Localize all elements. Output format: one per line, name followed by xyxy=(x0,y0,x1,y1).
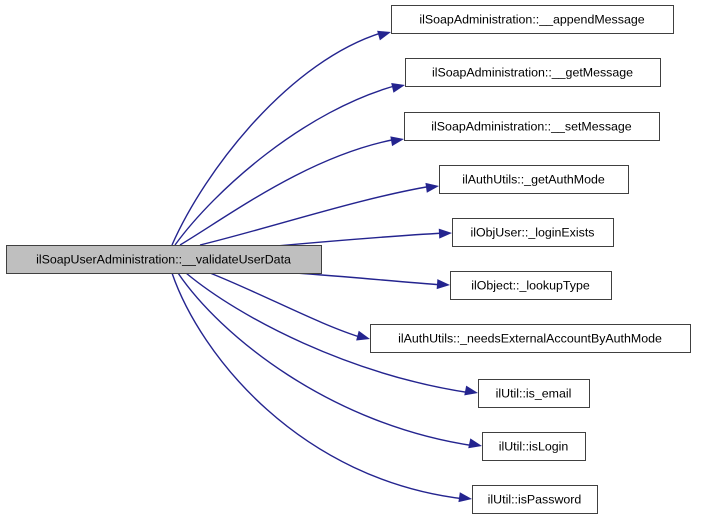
call-edge-arrowhead xyxy=(464,385,478,396)
call-edge-arrowhead xyxy=(356,330,370,341)
nodes-layer: ilSoapUserAdministration::__validateUser… xyxy=(6,5,691,514)
callee-node-box xyxy=(404,112,660,141)
graph-node-4[interactable]: ilObjUser::_loginExists xyxy=(452,218,614,247)
call-edge-arrowhead xyxy=(377,30,391,41)
graph-node-1[interactable]: ilSoapAdministration::__getMessage xyxy=(405,58,661,87)
callee-node-box xyxy=(450,271,612,300)
callee-node-label: ilSoapAdministration::__setMessage xyxy=(431,119,632,133)
callee-node-label: ilUtil::isLogin xyxy=(499,439,569,453)
callee-node-box xyxy=(478,379,590,408)
callee-node-box xyxy=(391,5,674,34)
graph-node-0[interactable]: ilSoapAdministration::__appendMessage xyxy=(391,5,674,34)
callee-node-box xyxy=(482,432,586,461)
callee-node-label: ilAuthUtils::_getAuthMode xyxy=(462,172,605,186)
callee-node-box xyxy=(452,218,614,247)
call-edge xyxy=(264,232,446,248)
callee-node-box xyxy=(370,324,691,353)
callee-node-label: ilSoapAdministration::__getMessage xyxy=(432,65,633,79)
call-edge xyxy=(209,272,364,339)
callee-node-box xyxy=(472,485,598,514)
call-edge-arrowhead xyxy=(391,83,405,93)
graph-node-2[interactable]: ilSoapAdministration::__setMessage xyxy=(404,112,660,141)
graph-node-7[interactable]: ilUtil::is_email xyxy=(478,379,590,408)
callee-node-label: ilObject::_lookupType xyxy=(471,278,590,292)
call-edge-arrowhead xyxy=(425,182,439,193)
call-edge xyxy=(199,185,433,246)
graph-node-root[interactable]: ilSoapUserAdministration::__validateUser… xyxy=(6,245,322,274)
call-edge-arrowhead xyxy=(438,228,452,239)
callee-node-label: ilUtil::isPassword xyxy=(488,492,582,506)
callee-node-label: ilAuthUtils::_needsExternalAccountByAuth… xyxy=(398,331,662,345)
call-edge xyxy=(177,272,476,447)
graph-node-8[interactable]: ilUtil::isLogin xyxy=(482,432,586,461)
callee-node-box xyxy=(405,58,661,87)
call-edge xyxy=(171,272,466,500)
callee-node-label: ilSoapAdministration::__appendMessage xyxy=(419,12,644,26)
call-edge xyxy=(179,138,398,246)
call-edge-arrowhead xyxy=(390,136,404,147)
graph-node-9[interactable]: ilUtil::isPassword xyxy=(472,485,598,514)
graph-node-6[interactable]: ilAuthUtils::_needsExternalAccountByAuth… xyxy=(370,324,691,353)
call-edge-arrowhead xyxy=(436,279,450,290)
graph-node-5[interactable]: ilObject::_lookupType xyxy=(450,271,612,300)
root-node-box xyxy=(6,245,322,274)
graph-node-3[interactable]: ilAuthUtils::_getAuthMode xyxy=(439,165,629,194)
call-edge xyxy=(174,84,399,246)
root-node-label: ilSoapUserAdministration::__validateUser… xyxy=(36,252,291,266)
callee-node-label: ilUtil::is_email xyxy=(496,386,572,400)
call-edge-arrowhead xyxy=(468,438,482,449)
callee-node-box xyxy=(439,165,629,194)
call-edge-arrowhead xyxy=(458,492,472,503)
arrowheads-layer xyxy=(356,30,482,503)
call-edge xyxy=(171,31,385,246)
call-edge xyxy=(185,272,472,394)
callee-node-label: ilObjUser::_loginExists xyxy=(471,225,595,239)
